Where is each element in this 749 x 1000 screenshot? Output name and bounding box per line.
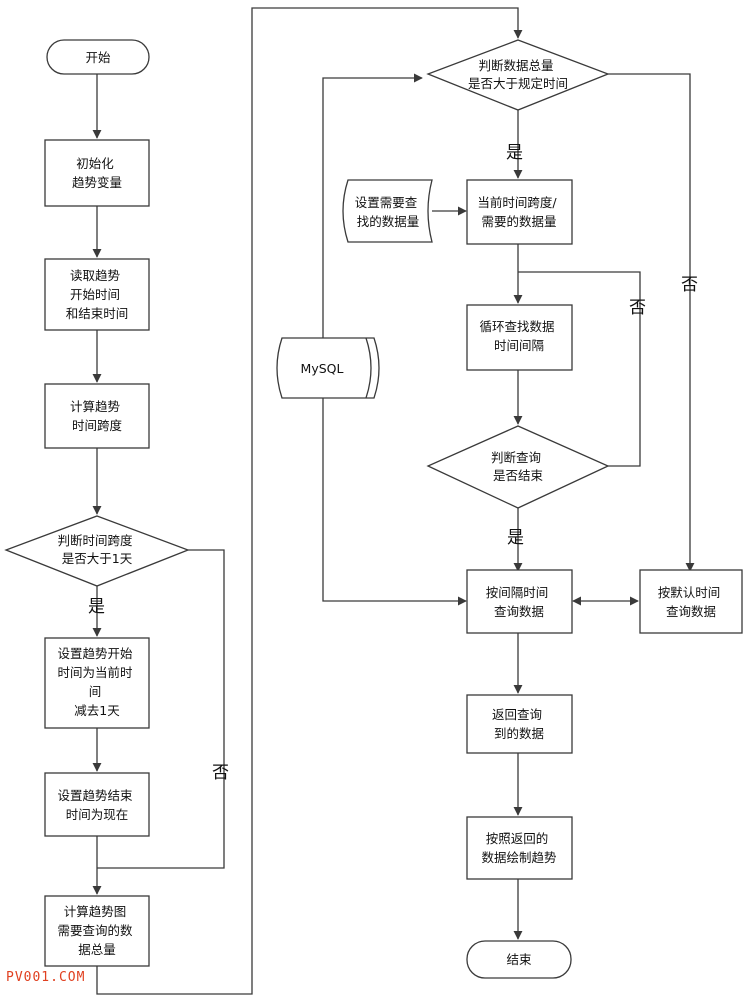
start-label: 开始 <box>85 50 111 65</box>
return-data-box <box>466 694 573 754</box>
draw-box <box>466 816 573 880</box>
loop-find-label: 循环查找数据 时间间隔 <box>480 319 559 353</box>
judge-span-diamond <box>4 515 190 587</box>
set-amount-storage <box>342 179 433 243</box>
query-default-box <box>639 569 743 634</box>
set-amount-label: 设置需要查 找的数据量 <box>355 195 422 229</box>
total-no-label: 否 <box>681 275 698 295</box>
judge-span-label: 判断时间跨度 是否大于1天 <box>58 533 137 566</box>
loop-yes-label: 是 <box>507 528 524 548</box>
loop-no-label: 否 <box>629 298 646 318</box>
edge-judge-no <box>97 549 225 869</box>
edge-mysql-judgetotal <box>322 73 423 338</box>
watermark-text: PV001.COM <box>6 970 85 985</box>
init-label: 初始化 趋势变量 <box>72 156 122 190</box>
start-terminal <box>46 39 150 75</box>
span-no-label: 否 <box>212 763 229 783</box>
query-interval-box <box>466 569 573 634</box>
calc-total-label: 计算趋势图 需要查询的数 据总量 <box>58 904 137 957</box>
judge-total-label: 判断数据总量 是否大于规定时间 <box>468 58 568 91</box>
interval-calc-label: 当前时间跨度/ 需要的数据量 <box>477 195 560 229</box>
set-start-box <box>44 637 150 729</box>
edge-judgetotal-no <box>608 73 695 572</box>
set-end-box <box>44 772 150 837</box>
init-box <box>44 139 150 207</box>
calc-span-label: 计算趋势 时间跨度 <box>70 399 124 433</box>
edge-judgeend-no <box>518 271 641 467</box>
return-data-label: 返回查询 到的数据 <box>492 707 546 741</box>
mysql-storage-curve <box>365 337 372 399</box>
judge-total-diamond <box>426 39 610 111</box>
read-time-label: 读取趋势 开始时间 和结束时间 <box>66 268 129 321</box>
query-default-label: 按默认时间 查询数据 <box>658 585 725 619</box>
total-yes-label: 是 <box>506 143 523 163</box>
read-time-box <box>44 258 150 331</box>
judge-end-diamond <box>426 425 610 509</box>
calc-total-box <box>44 895 150 967</box>
edge-mysql-query <box>322 398 467 606</box>
edge-calctotal-judgetotal <box>96 7 523 995</box>
interval-calc-box <box>466 179 573 245</box>
mysql-label: MySQL <box>301 361 344 376</box>
set-start-label: 设置趋势开始 时间为当前时 间 减去1天 <box>58 646 137 718</box>
end-terminal <box>466 940 572 979</box>
loop-find-box <box>466 304 573 371</box>
end-label: 结束 <box>506 952 532 967</box>
set-end-label: 设置趋势结束 时间为现在 <box>58 788 137 822</box>
span-yes-label: 是 <box>88 597 105 617</box>
judge-end-label: 判断查询 是否结束 <box>491 450 545 483</box>
calc-span-box <box>44 383 150 449</box>
draw-label: 按照返回的 数据绘制趋势 <box>481 831 557 865</box>
query-interval-label: 按间隔时间 查询数据 <box>486 585 553 619</box>
mysql-storage <box>276 337 380 399</box>
